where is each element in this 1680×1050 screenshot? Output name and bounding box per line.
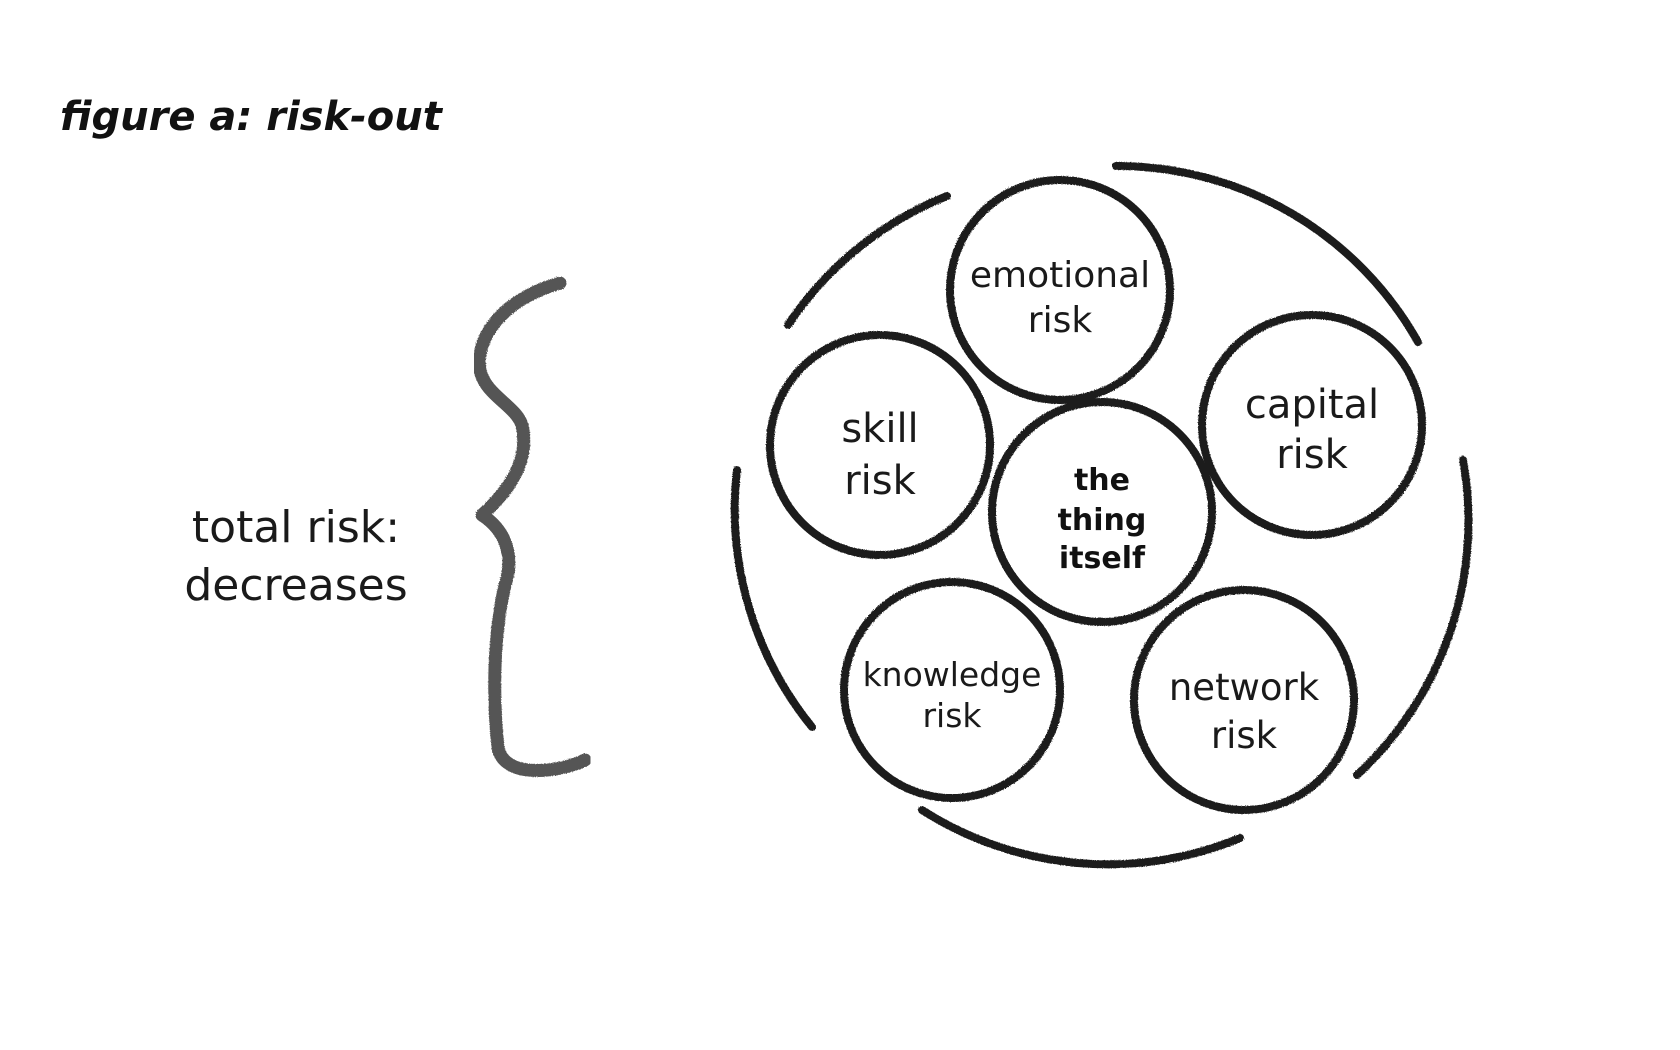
node-network: network risk (1169, 666, 1320, 757)
node-label-line: emotional (970, 255, 1150, 296)
node-label-line: the (1074, 463, 1130, 498)
outer-ring (730, 161, 1473, 869)
node-center: the thing itself (1058, 463, 1147, 576)
side-label-line-2: decreases (184, 560, 407, 611)
curly-brace-icon (472, 276, 592, 778)
node-skill: skill risk (841, 406, 918, 504)
capital-risk-circle (1198, 311, 1426, 539)
side-label-line-1: total risk: (192, 502, 400, 553)
outer-ring-arc-top-left (784, 192, 951, 329)
node-label-line: risk (1276, 432, 1348, 478)
node-label-line: knowledge (863, 655, 1042, 694)
node-label-line: network (1169, 666, 1320, 709)
emotional-risk-circle (946, 176, 1174, 404)
skill-risk-circle (766, 331, 994, 559)
outer-ring-arc-left (730, 466, 816, 731)
outer-ring-arc-bottom (918, 806, 1244, 869)
node-label-line: skill (841, 406, 918, 452)
node-label-line: itself (1059, 541, 1146, 576)
figure-title: figure a: risk-out (60, 94, 444, 140)
node-label-line: risk (1028, 300, 1093, 341)
node-label-line: risk (922, 696, 982, 735)
node-label-line: capital (1245, 382, 1379, 428)
center-circle (988, 398, 1216, 626)
node-label-line: risk (844, 458, 916, 504)
node-label-line: risk (1211, 714, 1278, 757)
node-capital: capital risk (1245, 382, 1379, 478)
node-knowledge: knowledge risk (863, 655, 1042, 735)
outer-ring-arc-right (1353, 456, 1473, 779)
knowledge-risk-circle (840, 578, 1064, 802)
node-emotional: emotional risk (970, 255, 1150, 341)
network-risk-circle (1130, 586, 1358, 814)
node-label-line: thing (1058, 503, 1147, 538)
outer-ring-arc-top-right (1112, 161, 1422, 346)
